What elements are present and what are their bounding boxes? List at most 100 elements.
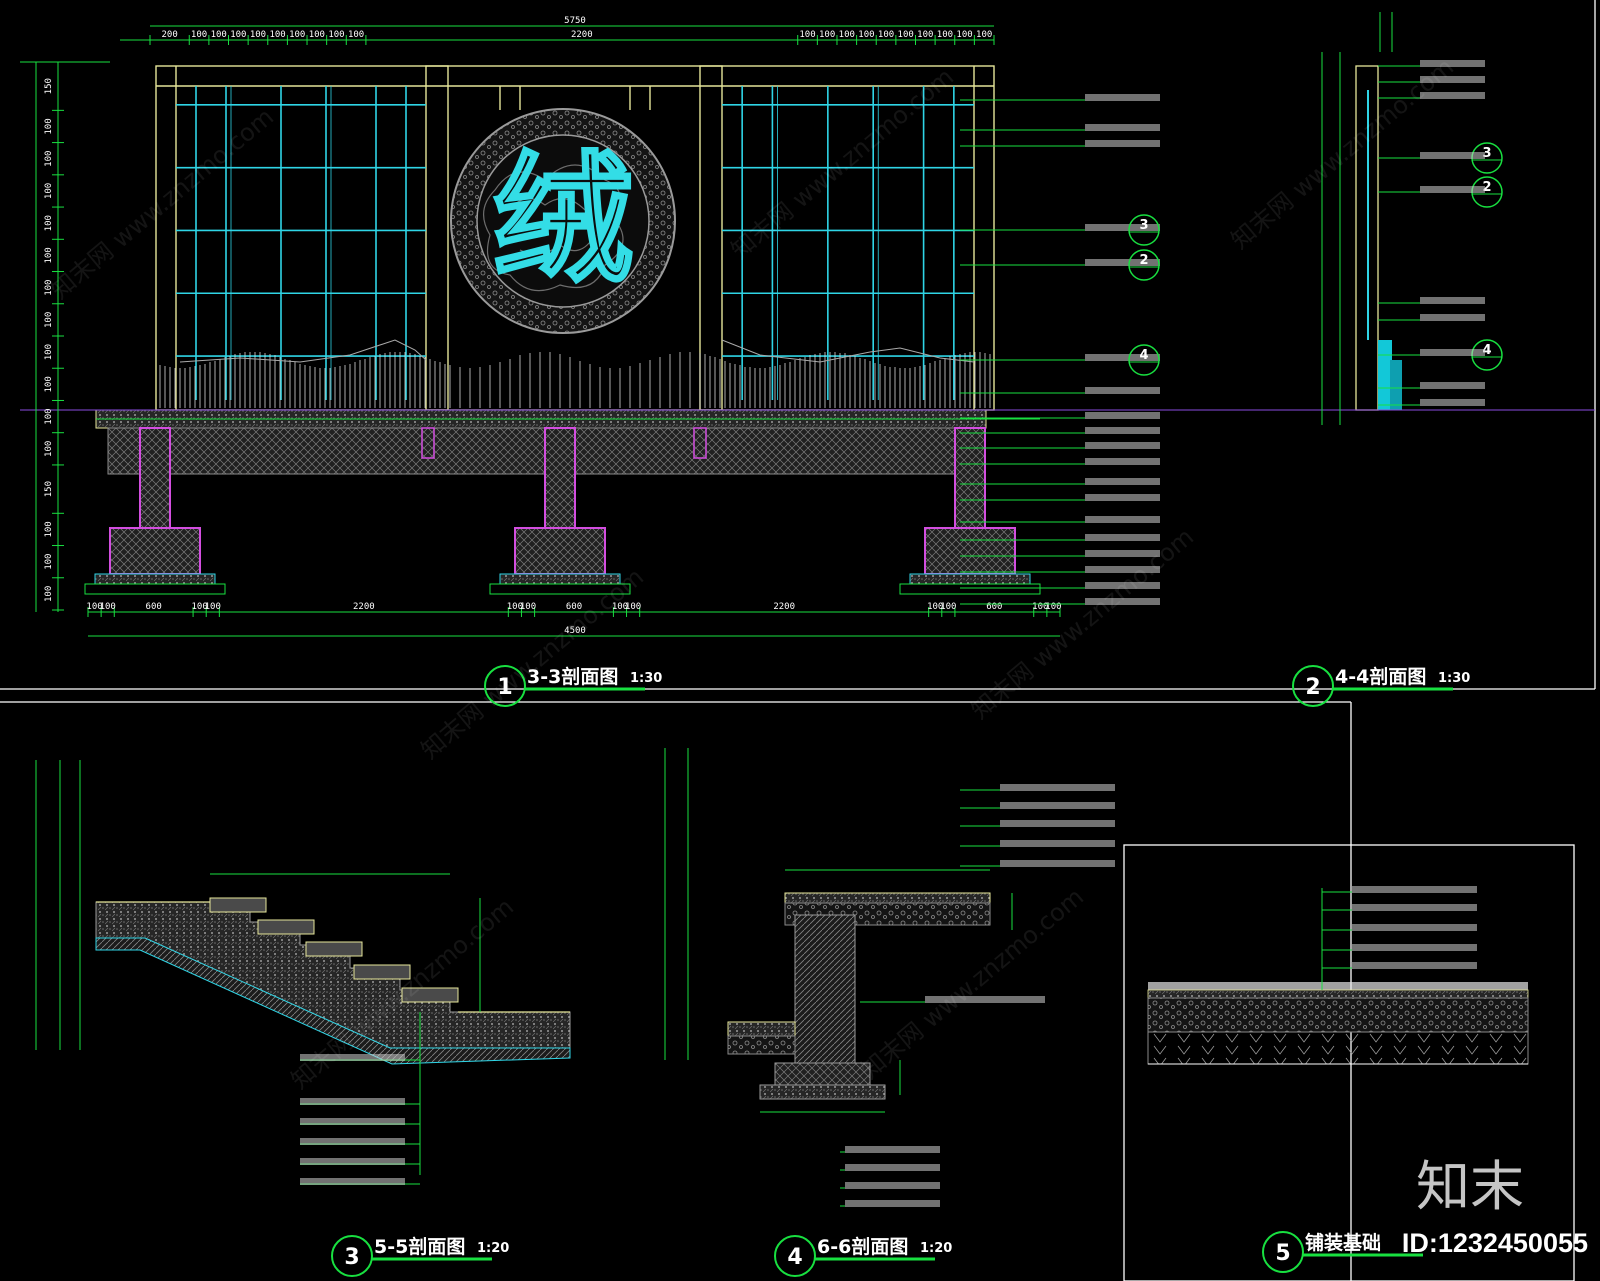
leader-label-bar	[1352, 962, 1477, 969]
dim-value: 100	[44, 118, 54, 134]
leader-label-bar	[1085, 140, 1160, 147]
foundation-piers	[84, 427, 1041, 595]
drawing-number: 3	[344, 1245, 359, 1270]
section-4-4	[1300, 12, 1595, 425]
callout-number: 3	[1139, 218, 1148, 233]
leader-label-bar	[845, 1200, 940, 1207]
dim-value: 100	[44, 408, 54, 424]
leader-label-bar	[1420, 152, 1485, 159]
dim-value: 100	[1045, 602, 1061, 612]
callout-number: 2	[1482, 180, 1491, 195]
callout-number: 4	[1482, 343, 1491, 358]
leader-label-bar	[300, 1178, 405, 1185]
pier-base	[84, 583, 226, 595]
section-5-5-leaders	[300, 1054, 420, 1185]
dim-value: 100	[858, 30, 874, 40]
dim-value: 600	[146, 602, 162, 612]
drawing-number-bubble	[484, 665, 526, 707]
leader-label-bar	[1085, 516, 1160, 523]
leader-label-bar	[845, 1164, 940, 1171]
leader-label-bar	[1352, 944, 1477, 951]
dim-value: 100	[44, 554, 54, 570]
section-6-6-leaders	[840, 784, 1115, 1207]
callout-number: 4	[1139, 348, 1148, 363]
leader-label-bar	[1352, 924, 1477, 931]
dim-value: 200	[161, 30, 177, 40]
screen-glyph: 绒	[493, 138, 633, 302]
dim-value: 100	[507, 602, 523, 612]
dim-value: 100	[44, 280, 54, 296]
leader-label-bar	[1085, 550, 1160, 557]
drawing-scale: 1:20	[920, 1241, 952, 1256]
fence-bars	[159, 352, 991, 408]
dim-value: 2200	[571, 30, 593, 40]
dim-value: 100	[1032, 602, 1048, 612]
dim-value: 100	[309, 30, 325, 40]
left-dimension-ticks: 1501001001001001001001001001001001001501…	[44, 78, 64, 611]
leader-label-bar	[1420, 349, 1485, 356]
leader-label-bar	[1085, 582, 1160, 589]
leader-label-bar	[1000, 860, 1115, 867]
drawing-number: 5	[1275, 1241, 1290, 1266]
dim-value: 100	[940, 602, 956, 612]
leader-label-bar	[1000, 784, 1115, 791]
dim-value: 100	[191, 30, 207, 40]
leader-label-bar	[1085, 534, 1160, 541]
lattice-left	[176, 86, 426, 400]
pier-bedding	[499, 573, 621, 585]
callout-leaders	[960, 94, 1160, 605]
leader-label-bar	[1420, 76, 1485, 83]
callout-bubble	[1128, 249, 1160, 281]
rebar-stub	[421, 427, 435, 459]
section-4-4-leaders	[1378, 60, 1485, 406]
dim-value: 100	[520, 602, 536, 612]
dim-value: 100	[211, 30, 227, 40]
ground-slab	[20, 409, 1595, 475]
dim-value: 100	[230, 30, 246, 40]
lattice-right	[722, 86, 974, 400]
drawing-number-bubble	[1262, 1231, 1304, 1273]
dim-value: 100	[289, 30, 305, 40]
dim-value: 100	[44, 151, 54, 167]
image-id: ID:1232450055	[1402, 1228, 1588, 1258]
leader-label-bar	[1085, 224, 1160, 231]
dim-value: 150	[44, 481, 54, 497]
leader-label-bar	[1085, 94, 1160, 101]
leader-label-bar	[1420, 92, 1485, 99]
dim-value: 100	[819, 30, 835, 40]
leader-label-bar	[1000, 802, 1115, 809]
dim-value: 100	[44, 521, 54, 537]
leader-label-bar	[300, 1098, 405, 1105]
drawing-number: 4	[787, 1245, 802, 1270]
drawing-title: 铺装基础	[1305, 1231, 1381, 1254]
dim-value: 100	[44, 215, 54, 231]
drawing-title: 4-4剖面图	[1335, 665, 1426, 688]
drawing-title: 5-5剖面图	[374, 1235, 465, 1258]
dim-value: 100	[625, 602, 641, 612]
dim-value: 100	[937, 30, 953, 40]
dim-value: 2200	[773, 602, 795, 612]
leader-label-bar	[1085, 442, 1160, 449]
leader-label-bar	[1420, 60, 1485, 67]
dim-value: 100	[44, 586, 54, 602]
leader-label-bar	[1085, 427, 1160, 434]
section-6-6	[664, 748, 1115, 1207]
leader-label-bar	[1085, 259, 1160, 266]
dim-value: 100	[348, 30, 364, 40]
callout-bubble	[1128, 214, 1160, 246]
hill-profile-left	[179, 339, 427, 363]
leader-label-bar	[1420, 399, 1485, 406]
dim-value: 100	[100, 602, 116, 612]
watermark: 知末网 www.znzmo.com	[416, 563, 649, 765]
dim-value: 100	[917, 30, 933, 40]
dim-value: 100	[250, 30, 266, 40]
pier-column	[954, 427, 986, 529]
dim-value: 100	[612, 602, 628, 612]
brand-logo: 知末	[1416, 1155, 1524, 1218]
